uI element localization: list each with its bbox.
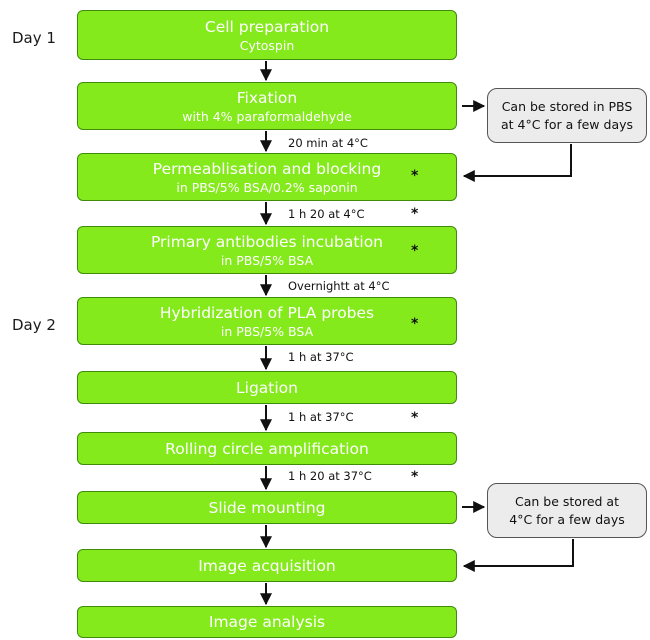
arrow-from-note (462, 144, 572, 182)
step-subtitle: in PBS/5% BSA (220, 323, 314, 339)
asterisk-marker: * (411, 469, 419, 485)
step-title: Image acquisition (198, 556, 336, 575)
step-rolling-circle: Rolling circle amplification (77, 432, 457, 465)
note-line: Can be stored in PBS (501, 98, 633, 114)
step-title: Cell preparation (204, 17, 330, 36)
condition-label: 1 h 20 at 4°C (288, 207, 365, 221)
asterisk-marker: * (411, 410, 419, 426)
storage-note-slide: Can be stored at 4°C for a few days (487, 483, 647, 538)
asterisk-marker: * (411, 206, 419, 222)
day-2-label: Day 2 (12, 316, 56, 334)
condition-label: 1 h 20 at 37°C (288, 469, 372, 483)
step-cell-preparation: Cell preparation Cytospin (77, 10, 457, 60)
step-subtitle: in PBS/5% BSA (220, 252, 314, 268)
step-pla-probes: Hybridization of PLA probes in PBS/5% BS… (77, 297, 457, 345)
step-title: Primary antibodies incubation (150, 232, 384, 251)
step-ligation: Ligation (77, 371, 457, 404)
step-title: Permeablisation and blocking (152, 159, 382, 178)
asterisk-marker: * (411, 243, 419, 259)
step-image-analysis: Image analysis (77, 606, 457, 638)
step-image-acquisition: Image acquisition (77, 549, 457, 582)
step-permeabilisation: Permeablisation and blocking in PBS/5% B… (77, 153, 457, 201)
step-subtitle: Cytospin (239, 37, 295, 53)
step-title: Hybridization of PLA probes (159, 303, 375, 322)
condition-label: 1 h at 37°C (288, 350, 354, 364)
asterisk-marker: * (411, 316, 419, 332)
note-line: 4°C for a few days (509, 511, 625, 527)
storage-note-pbs: Can be stored in PBS at 4°C for a few da… (487, 88, 647, 143)
step-subtitle: in PBS/5% BSA/0.2% saponin (176, 179, 358, 195)
step-subtitle: with 4% paraformaldehyde (182, 108, 352, 124)
step-fixation: Fixation with 4% paraformaldehyde (77, 82, 457, 130)
step-primary-antibodies: Primary antibodies incubation in PBS/5% … (77, 226, 457, 274)
step-title: Slide mounting (208, 498, 326, 517)
day-1-label: Day 1 (12, 29, 56, 47)
step-title: Rolling circle amplification (165, 439, 369, 458)
note-line: at 4°C for a few days (500, 116, 634, 132)
step-slide-mounting: Slide mounting (77, 491, 457, 524)
condition-label: Overnightt at 4°C (288, 279, 390, 293)
asterisk-marker: * (411, 168, 419, 184)
step-title: Image analysis (208, 613, 326, 631)
arrow-from-note (462, 539, 574, 572)
step-title: Ligation (236, 378, 298, 397)
condition-label: 20 min at 4°C (288, 136, 368, 150)
condition-label: 1 h at 37°C (288, 410, 354, 424)
step-title: Fixation (236, 88, 298, 107)
note-line: Can be stored at (515, 493, 619, 509)
